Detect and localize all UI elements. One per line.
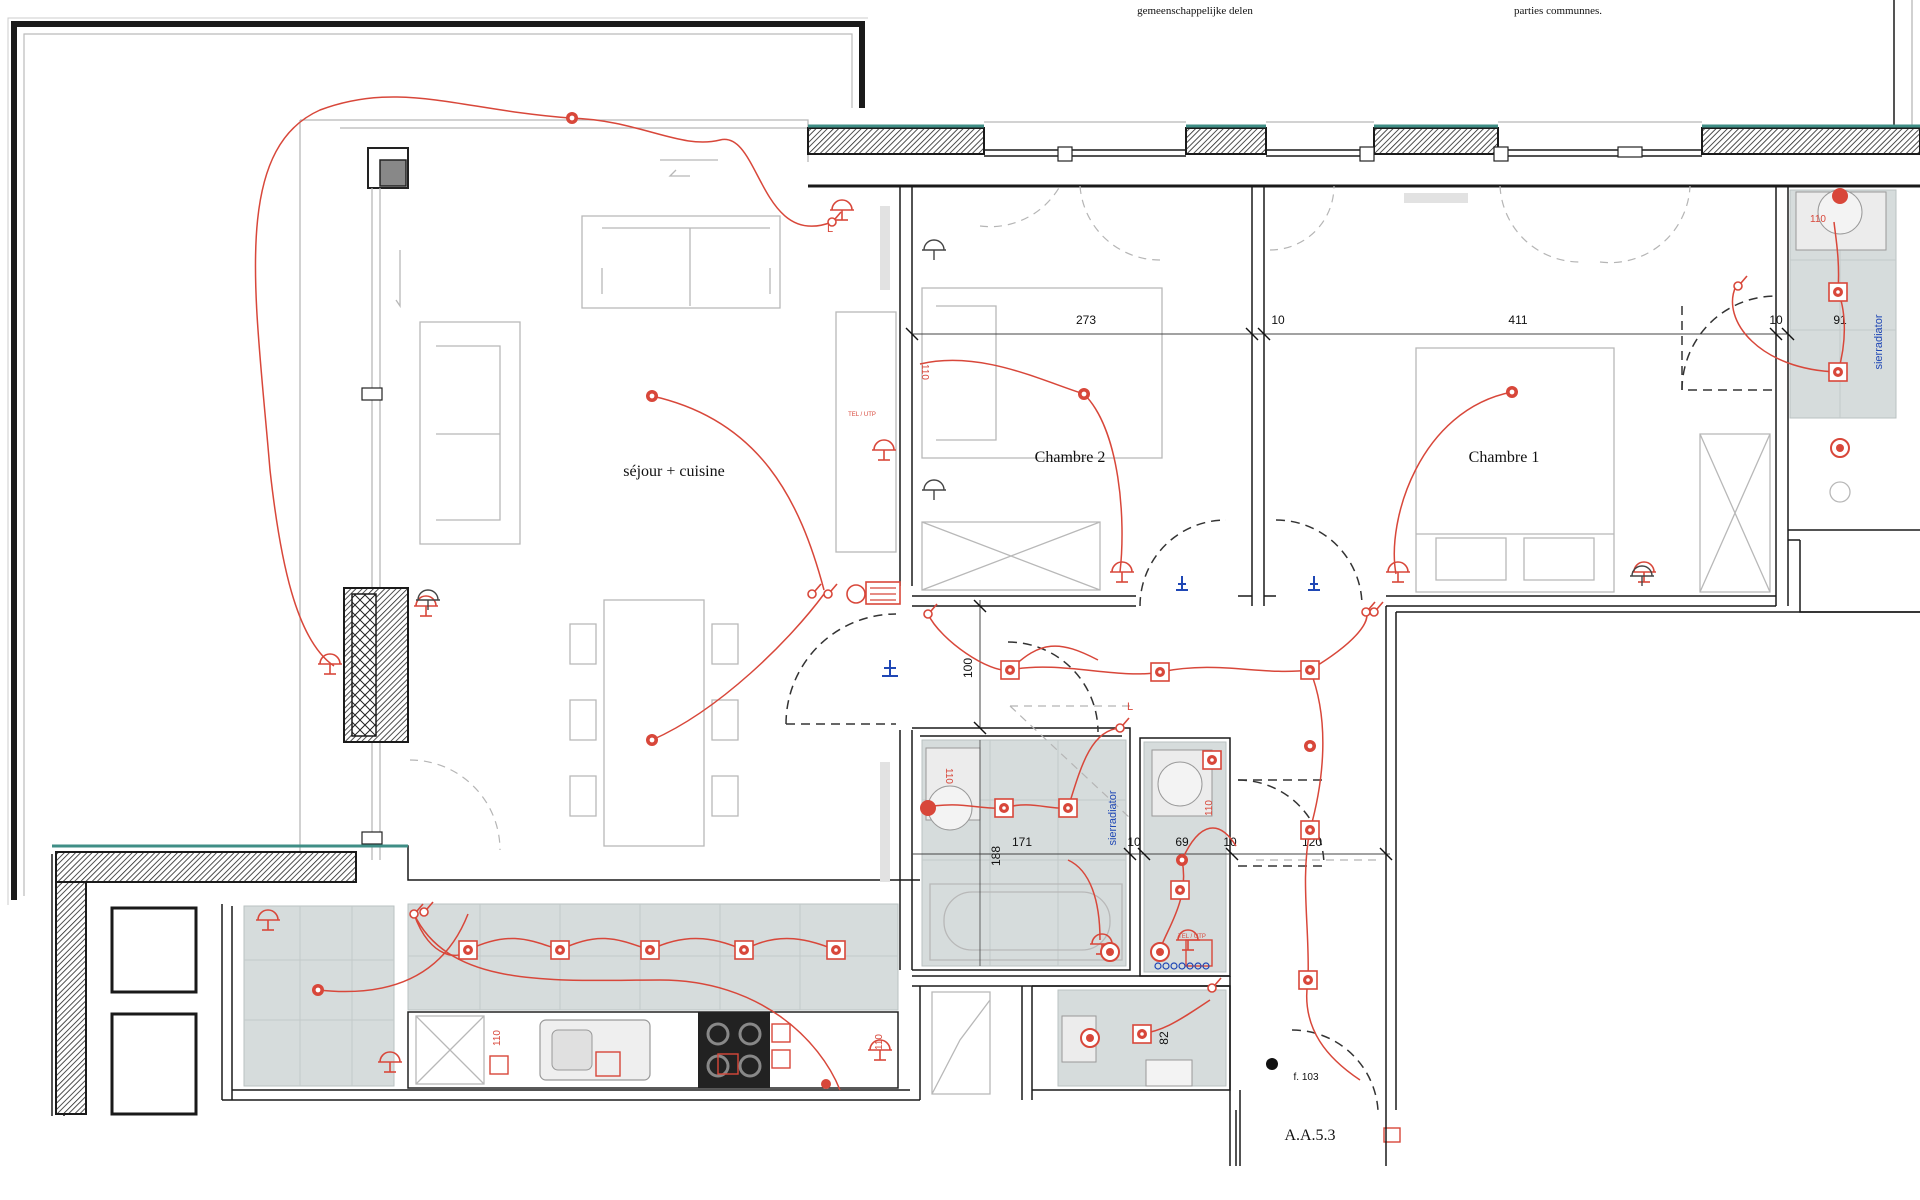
room-label-bedroom-2: Chambre 2 xyxy=(1035,449,1106,466)
dim-100: 100 xyxy=(961,658,975,678)
switch-icon xyxy=(1733,275,1748,291)
dim-10-a: 10 xyxy=(1271,313,1285,327)
dim-188: 188 xyxy=(989,846,1003,866)
unit-code: A.A.5.3 xyxy=(1284,1127,1335,1144)
spot-light-icon xyxy=(458,940,478,960)
socket-icon xyxy=(829,199,855,221)
socket-icon xyxy=(1385,561,1411,583)
spot-light-icon xyxy=(1132,1024,1152,1044)
ceiling-lights xyxy=(312,112,1518,996)
spot-light-icon xyxy=(1298,970,1318,990)
height-110-bathroom: 110 xyxy=(943,768,954,784)
spot-light-icon xyxy=(1150,662,1170,682)
switch-icon xyxy=(823,583,838,599)
spot-light-icon xyxy=(1000,660,1020,680)
light-icon xyxy=(1506,386,1518,398)
spot-light-icon xyxy=(550,940,570,960)
terrace-outline xyxy=(7,17,868,905)
socket-icon xyxy=(871,439,897,461)
socket-icon xyxy=(415,589,441,611)
header-note-left: gemeenschappelijke delen xyxy=(1137,5,1253,17)
facade-top xyxy=(340,119,1920,203)
height-110-living: 110 xyxy=(919,364,930,380)
room-label-living-kitchen: séjour + cuisine xyxy=(623,463,724,480)
light-icon xyxy=(1176,854,1188,866)
facade-west xyxy=(299,119,409,860)
socket-icon xyxy=(1631,561,1657,583)
dim-10-b: 10 xyxy=(1769,313,1783,327)
spot-light-icon xyxy=(1300,820,1320,840)
height-110-ensuite: 110 xyxy=(1810,214,1826,225)
dim-171: 171 xyxy=(1012,835,1032,849)
dim-82: 82 xyxy=(1157,1031,1171,1045)
dim-10-c: 10 xyxy=(1127,835,1141,849)
heating-collector-icon xyxy=(882,576,1320,677)
switch-icon xyxy=(807,583,822,599)
dimension-lines xyxy=(905,327,1795,966)
spot-light-icon xyxy=(640,940,660,960)
spot-light-icon xyxy=(994,798,1014,818)
sierradiator-label-ensuite: sierradiator xyxy=(1873,314,1885,369)
l-mark-bathroom: L xyxy=(1127,701,1133,713)
light-icon xyxy=(646,390,658,402)
spot-light-icon xyxy=(1058,798,1078,818)
tel-utp-label-living: TEL / UTP xyxy=(848,412,876,418)
socket-icon xyxy=(921,239,947,261)
switch-icon xyxy=(1369,601,1384,617)
switch-icon xyxy=(1115,717,1130,733)
spot-light-icon xyxy=(734,940,754,960)
tel-utp-label-laundry: TEL / UTP xyxy=(1178,934,1206,940)
spot-light-icon xyxy=(1300,660,1320,680)
light-icon xyxy=(1304,740,1316,752)
room-label-bedroom-1: Chambre 1 xyxy=(1469,449,1540,466)
west-storage-block xyxy=(52,844,408,1116)
electric-fixtures xyxy=(489,188,1850,1143)
dim-69: 69 xyxy=(1175,835,1189,849)
socket-icon xyxy=(1109,561,1135,583)
entrance-jamb xyxy=(1235,1110,1387,1166)
ventilation-dots xyxy=(1154,962,1210,970)
height-110-kitchen-right: 110 xyxy=(874,1034,885,1050)
socket-icon xyxy=(921,479,947,501)
door-swings xyxy=(395,159,1777,1111)
l-mark-living: L xyxy=(827,223,833,235)
electrical-circuits xyxy=(254,96,1846,1091)
dim-10-d: 10 xyxy=(1223,835,1237,849)
f103-label: f. 103 xyxy=(1293,1072,1318,1083)
light-icon xyxy=(566,112,578,124)
light-icon xyxy=(646,734,658,746)
height-110-laundry: 110 xyxy=(1204,800,1215,816)
spot-light-icon xyxy=(826,940,846,960)
spot-light-icon xyxy=(1828,362,1848,382)
spot-light-icon xyxy=(1202,750,1222,770)
light-icon xyxy=(312,984,324,996)
tiled-areas xyxy=(243,189,1897,1087)
socket-icon xyxy=(317,653,343,675)
spot-light-icon xyxy=(1828,282,1848,302)
light-icon xyxy=(1078,388,1090,400)
header-note-right: parties communnes. xyxy=(1514,5,1602,17)
switch-icon xyxy=(827,211,842,227)
spot-light-icon xyxy=(1170,880,1190,900)
dim-411: 411 xyxy=(1508,313,1527,327)
sierradiator-label-bathroom: sierradiator xyxy=(1107,790,1119,845)
height-110-kitchen: 110 xyxy=(492,1030,503,1046)
dim-273: 273 xyxy=(1076,313,1096,327)
